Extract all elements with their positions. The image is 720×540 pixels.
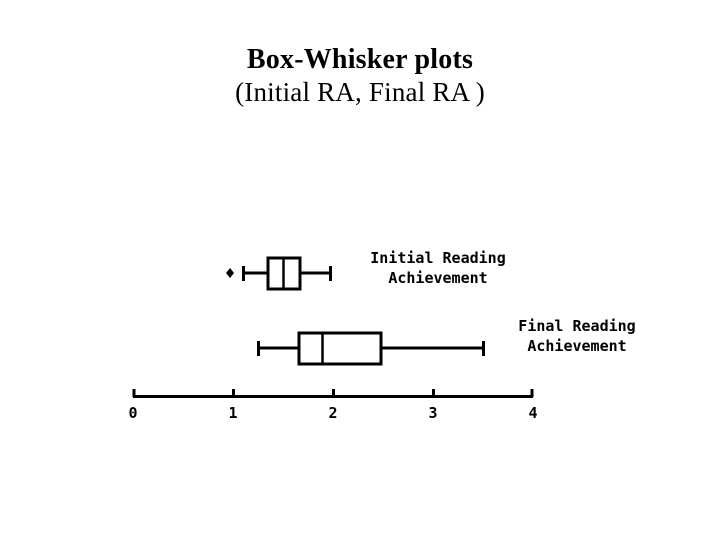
title-line-primary: Box-Whisker plots xyxy=(246,44,474,75)
x-tick-label-0: 0 xyxy=(128,404,137,422)
boxplot-final-reading-achievement xyxy=(257,331,485,366)
x-tick-label-4: 4 xyxy=(528,404,537,422)
series-label-initial-line2: Achievement xyxy=(388,268,488,287)
x-tick-label-2: 2 xyxy=(328,404,337,422)
page-title: Box-Whisker plots (Initial RA, Final RA … xyxy=(0,44,720,108)
title-line-secondary: (Initial RA, Final RA ) xyxy=(235,77,485,108)
series-label-final-line2: Achievement xyxy=(527,336,627,355)
series-label-initial-line1: Initial Reading xyxy=(370,249,506,267)
series-label-final-line1: Final Reading xyxy=(518,317,636,335)
outlier-marker-initial xyxy=(226,268,234,278)
x-axis-tick-labels: 0 1 2 3 4 xyxy=(128,404,537,422)
x-axis xyxy=(132,389,534,398)
x-tick-label-1: 1 xyxy=(228,404,237,422)
boxplot-initial-reading-achievement xyxy=(226,256,332,291)
x-tick-label-3: 3 xyxy=(428,404,437,422)
series-label-final-reading-achievement: Final Reading Achievement xyxy=(486,317,668,356)
series-label-initial-reading-achievement: Initial Reading Achievement xyxy=(352,249,524,288)
box-iqr-final xyxy=(297,331,383,366)
